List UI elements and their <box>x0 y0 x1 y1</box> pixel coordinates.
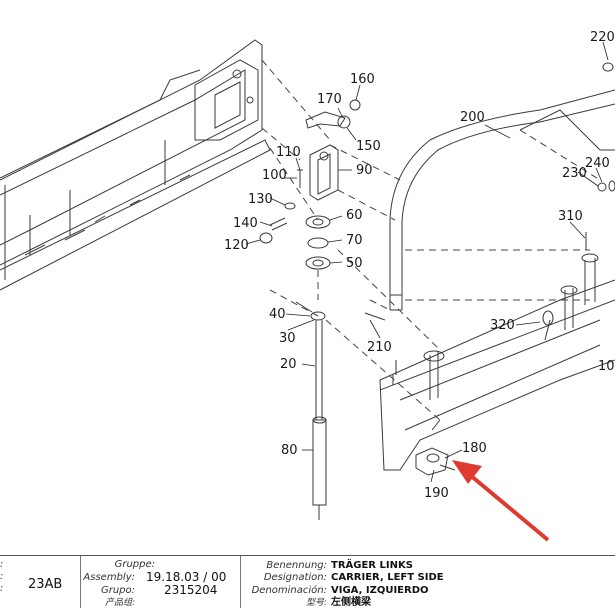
grupo-value: 2315204 <box>164 583 218 597</box>
part-label: 100 <box>262 168 287 183</box>
part-label: 90 <box>356 163 373 178</box>
title-block: : : : 23AB Gruppe: Assembly: 19.18.03 / … <box>0 555 615 608</box>
part-label: 120 <box>224 238 249 253</box>
part-label: 140 <box>233 216 258 231</box>
part-label: 150 <box>356 139 381 154</box>
part-label: 170 <box>317 92 342 107</box>
assembly-lines <box>261 59 601 421</box>
part-label: 130 <box>248 192 273 207</box>
part-label: 200 <box>460 110 485 125</box>
red-pointer-arrow <box>452 460 550 542</box>
part-label: 20 <box>280 357 297 372</box>
designation-value: CARRIER, LEFT SIDE <box>331 572 444 583</box>
denominacion-label: Denominación: <box>251 585 327 596</box>
part-label: 70 <box>346 233 363 248</box>
cn-model-label: 型号: <box>305 598 327 608</box>
side-frame-drawing <box>0 39 271 291</box>
left-code-value: 23AB <box>28 577 63 592</box>
part-label: 60 <box>346 208 363 223</box>
denominacion-value: VIGA, IZQUIERDO <box>331 585 429 596</box>
part-label: 180 <box>462 441 487 456</box>
part-label: 190 <box>424 486 449 501</box>
title-block-left: : : : 23AB <box>0 559 63 594</box>
carrier-frame-drawing <box>364 62 615 476</box>
part-label: 110 <box>276 145 301 160</box>
title-block-middle: Gruppe: Assembly: 19.18.03 / 00 Grupo: 2… <box>81 556 239 608</box>
part-label: 310 <box>558 209 583 224</box>
part-label: 30 <box>279 331 296 346</box>
leader-lines <box>245 41 609 483</box>
gruppe-label: Gruppe: <box>114 559 155 570</box>
part-label: 210 <box>367 340 392 355</box>
benennung-label: Benennung: <box>266 560 327 571</box>
part-label: 80 <box>281 443 298 458</box>
exploded-parts-drawing: 220 160 170 200 150 90 110 100 240 230 1… <box>0 30 615 542</box>
part-label: 160 <box>350 72 375 87</box>
part-label: 230 <box>562 166 587 181</box>
designation-label: Designation: <box>263 572 327 583</box>
cn-group-label: 产品组: <box>104 598 135 608</box>
assembly-label: Assembly: <box>83 572 135 583</box>
grupo-label: Grupo: <box>100 585 135 596</box>
part-label: 320 <box>490 318 515 333</box>
part-label: 10 <box>598 359 615 374</box>
part-label: 40 <box>269 307 286 322</box>
part-label: 240 <box>585 156 610 171</box>
benennung-value: TRÄGER LINKS <box>331 560 413 571</box>
part-label: 50 <box>346 256 363 271</box>
part-label: 220 <box>590 30 615 45</box>
cn-model-value: 左侧横梁 <box>331 597 371 608</box>
title-block-right: Benennung: TRÄGER LINKS Designation: CAR… <box>241 556 615 608</box>
assembly-value: 19.18.03 / 00 <box>146 570 227 584</box>
